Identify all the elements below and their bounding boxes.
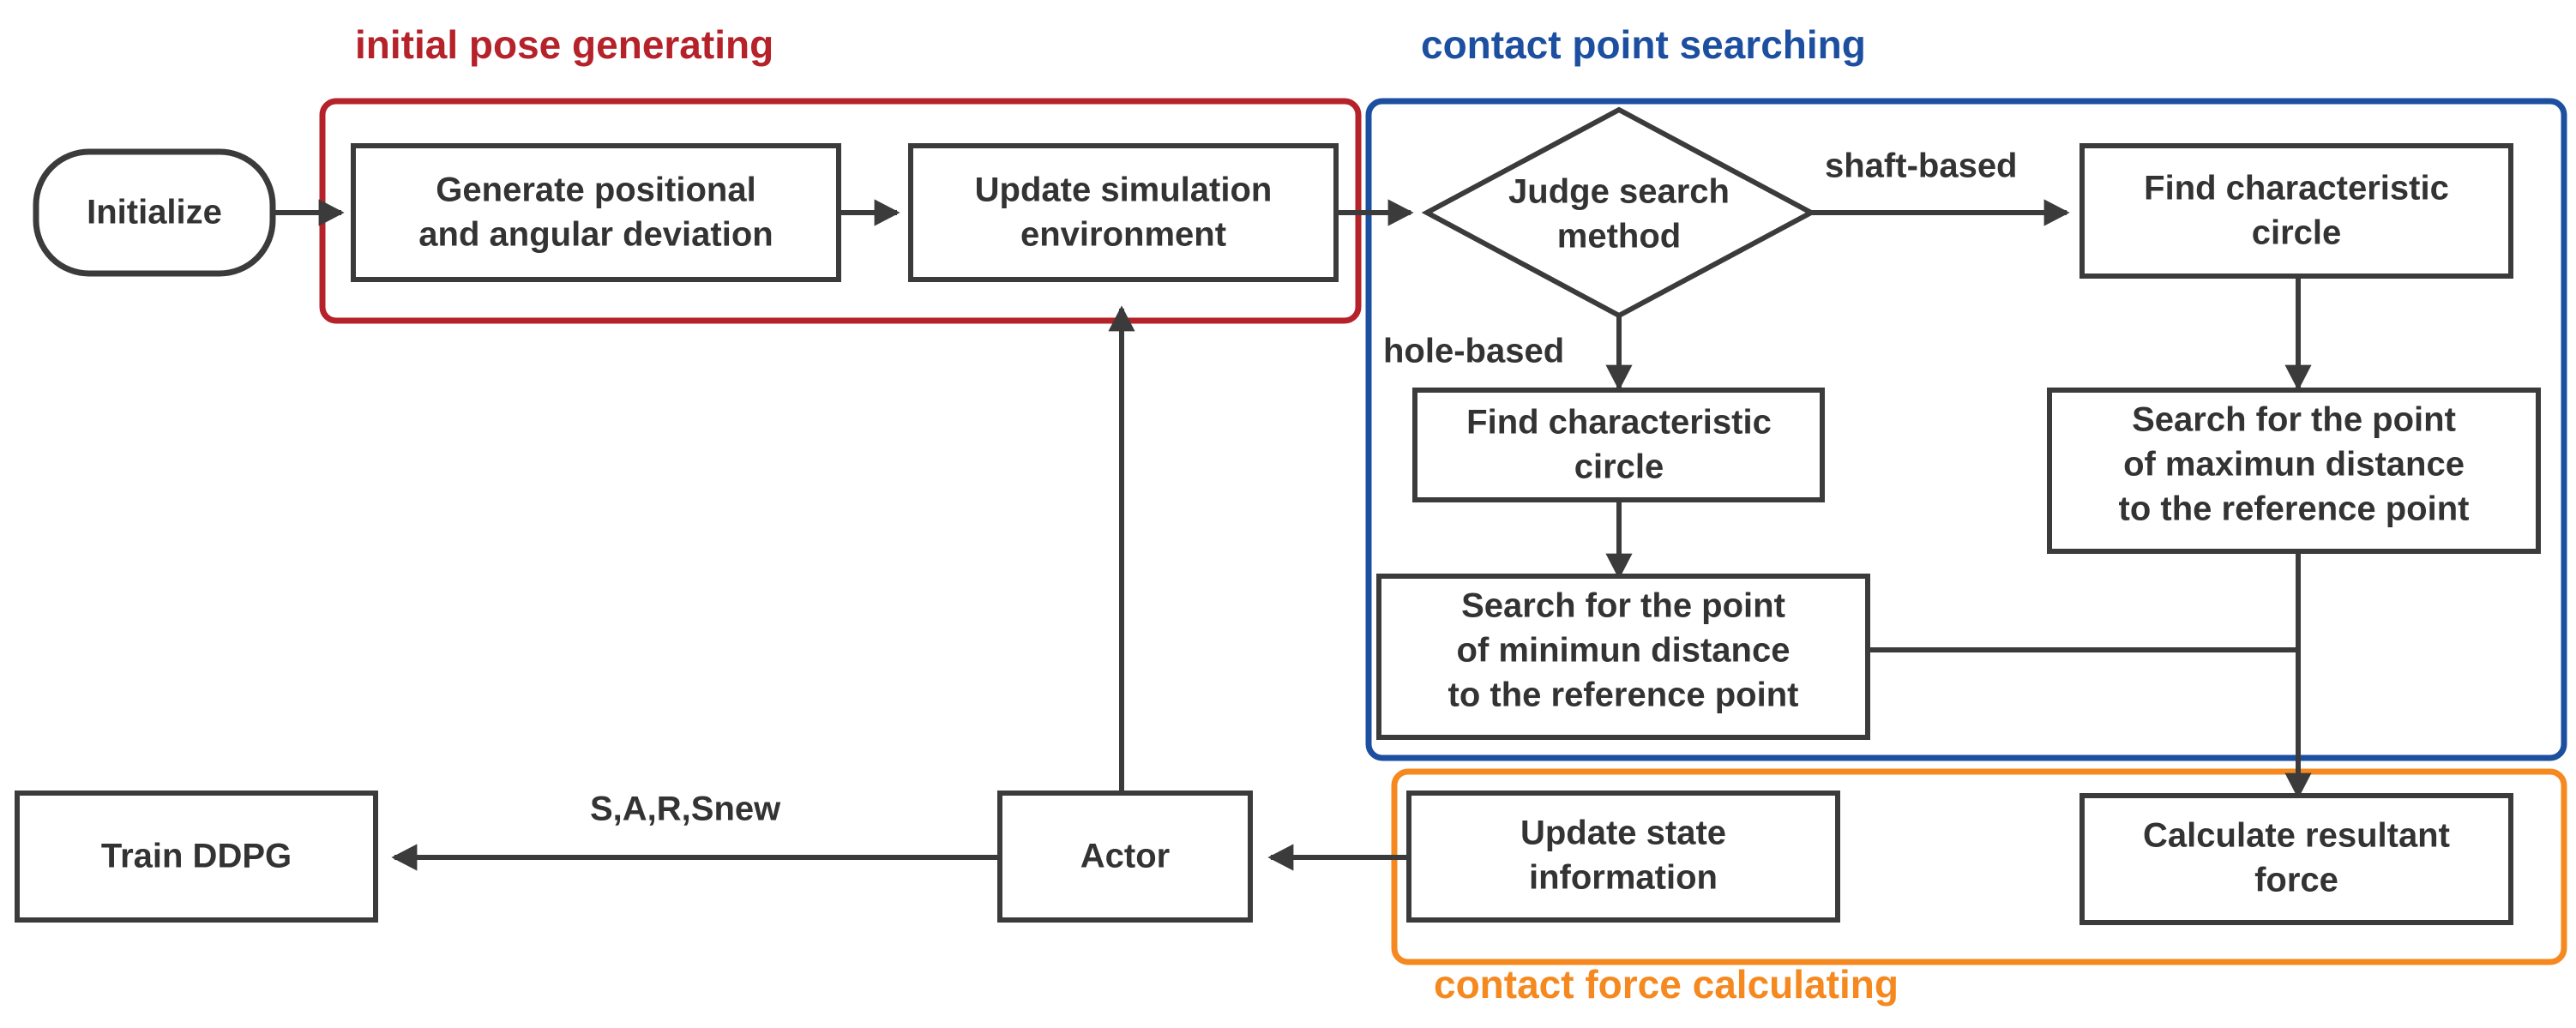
group-contact-point-searching bbox=[1365, 98, 2567, 761]
node-judge-search-method-line2: method bbox=[1557, 218, 1681, 255]
edge-label-sars: S,A,R,Snew bbox=[590, 791, 781, 828]
node-update-sim-env-line1: Update simulation bbox=[975, 171, 1273, 209]
node-initialize-label: Initialize bbox=[87, 194, 222, 231]
edge-label-hole-based: hole-based bbox=[1383, 333, 1564, 370]
group-label-initial-pose-generating: initial pose generating bbox=[355, 22, 773, 67]
node-judge-search-method[interactable]: Judge search method bbox=[1421, 106, 1817, 319]
node-actor[interactable]: Actor bbox=[997, 791, 1253, 923]
node-find-char-circle-hole[interactable]: Find characteristic circle bbox=[1412, 388, 1825, 502]
node-initialize[interactable]: Initialize bbox=[33, 148, 276, 277]
node-search-max-distance[interactable]: Search for the point of maximun distance… bbox=[2047, 388, 2541, 554]
node-search-min-distance-line1: Search for the point bbox=[1461, 587, 1785, 625]
node-find-char-circle-shaft-line2: circle bbox=[2252, 214, 2342, 252]
node-find-char-circle-shaft[interactable]: Find characteristic circle bbox=[2079, 143, 2513, 279]
group-label-contact-force-calculating: contact force calculating bbox=[1434, 962, 1899, 1007]
node-find-char-circle-hole-line2: circle bbox=[1574, 448, 1664, 486]
node-search-min-distance-line3: to the reference point bbox=[1448, 676, 1799, 714]
node-find-char-circle-hole-line1: Find characteristic bbox=[1466, 404, 1772, 442]
node-update-state-information[interactable]: Update state information bbox=[1406, 791, 1840, 923]
node-calculate-resultant-force-line1: Calculate resultant bbox=[2143, 817, 2450, 855]
node-update-sim-env[interactable]: Update simulation environment bbox=[908, 143, 1339, 282]
node-search-max-distance-line2: of maximun distance bbox=[2123, 446, 2465, 484]
node-find-char-circle-shaft-line1: Find characteristic bbox=[2144, 170, 2449, 207]
node-search-min-distance-line2: of minimun distance bbox=[1457, 632, 1791, 670]
node-generate-deviation[interactable]: Generate positional and angular deviatio… bbox=[351, 143, 841, 282]
node-actor-label: Actor bbox=[1080, 838, 1170, 875]
node-generate-deviation-line1: Generate positional bbox=[436, 171, 755, 209]
node-judge-search-method-line1: Judge search bbox=[1508, 173, 1730, 211]
group-label-contact-point-searching: contact point searching bbox=[1421, 22, 1866, 67]
node-update-state-information-line2: information bbox=[1529, 859, 1718, 897]
node-calculate-resultant-force[interactable]: Calculate resultant force bbox=[2079, 793, 2513, 925]
node-generate-deviation-line2: and angular deviation bbox=[418, 216, 773, 254]
node-update-state-information-line1: Update state bbox=[1520, 815, 1726, 852]
group-contact-force-calculating bbox=[1391, 768, 2567, 965]
node-search-max-distance-line1: Search for the point bbox=[2132, 401, 2456, 439]
node-search-max-distance-line3: to the reference point bbox=[2119, 490, 2470, 528]
node-update-sim-env-line2: environment bbox=[1020, 216, 1226, 254]
node-search-min-distance[interactable]: Search for the point of minimun distance… bbox=[1376, 574, 1870, 740]
edge-label-shaft-based: shaft-based bbox=[1825, 147, 2018, 185]
node-calculate-resultant-force-line2: force bbox=[2254, 862, 2338, 899]
node-train-ddpg[interactable]: Train DDPG bbox=[15, 791, 378, 923]
node-train-ddpg-label: Train DDPG bbox=[101, 838, 292, 875]
